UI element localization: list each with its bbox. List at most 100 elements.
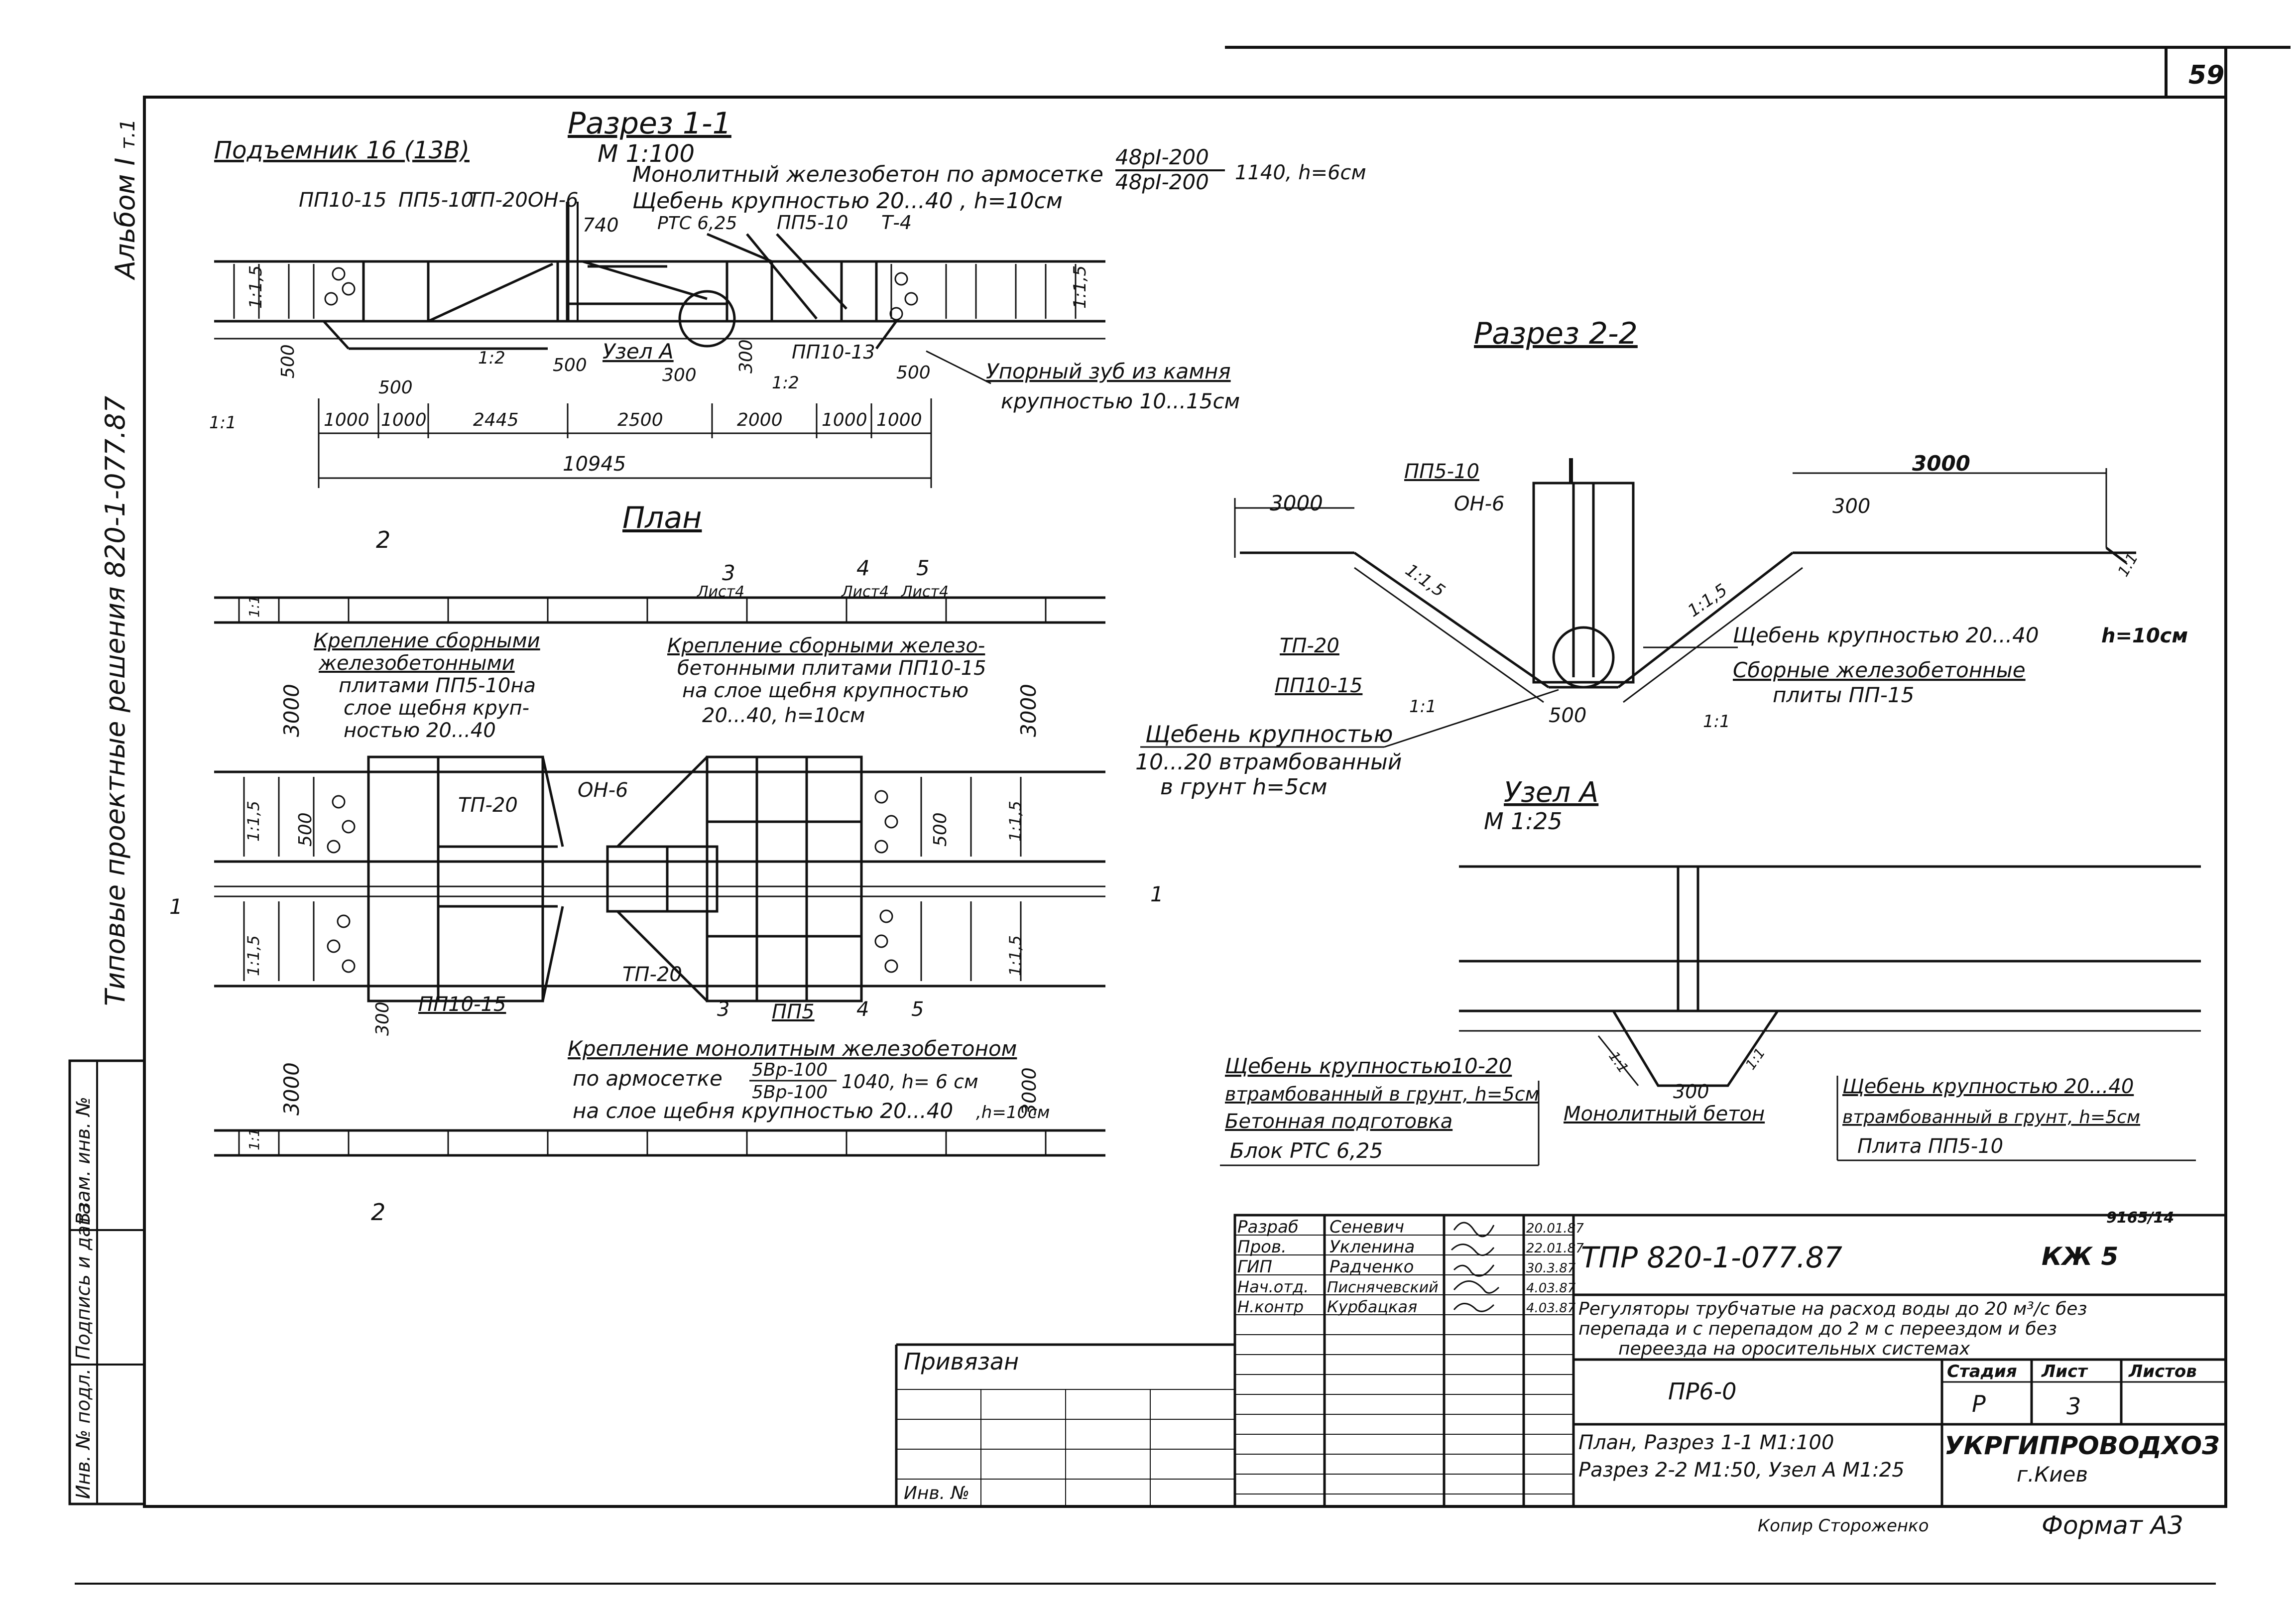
s22-gravel-left-3: в грунт h=5см [1160, 774, 1328, 800]
stop-tooth-2: крупностью 10...15см [1001, 389, 1240, 413]
role-developer: Разраб [1237, 1217, 1299, 1237]
chain-total: 10945 [563, 453, 626, 476]
plan-tp20-b: ТП-20 [622, 963, 682, 986]
plan-dim-3000-b: 3000 [1016, 684, 1041, 737]
concrete-note: Монолитный железобетон по армосетке [632, 162, 1103, 187]
dim-500-b: 500 [378, 377, 413, 398]
date-3: 30.3.87 [1526, 1261, 1576, 1276]
plan-monolith-3: на слое щебня крупностью 20...40 [573, 1099, 953, 1123]
dim-500-d: 500 [896, 363, 931, 383]
s22-pp5-10: ПП5-10 [1404, 460, 1479, 483]
name-2: Укленина [1329, 1237, 1415, 1257]
s22-slope-a: 1:1,5 [1402, 560, 1449, 602]
plan-note-mid-4: 20...40, h=10см [702, 704, 865, 727]
title-block-rows [896, 1235, 1573, 1506]
chain-1000-a: 1000 [324, 410, 369, 430]
s22-slope-e: 1:1 [2115, 550, 2142, 580]
plan-stones [327, 790, 898, 973]
drawing-name-1: План, Разрез 1-1 М1:100 [1578, 1431, 1834, 1454]
label-tp20: ТП-20 [468, 189, 528, 212]
side-labels: Альбом I т.1 Типовые проектные решения 8… [72, 119, 141, 1499]
node-a: Узел А М 1:25 1:1 1:1 300 Щебень крупнос… [1220, 776, 2201, 1166]
plan-note-left-3: плитами ПП5-10на [339, 674, 536, 697]
description-1: Регуляторы трубчатые на расход воды до 2… [1578, 1299, 2087, 1319]
lifter-label: Подъемник 16 (13В) [214, 136, 470, 164]
node-a-slope-b: 1:1 [1742, 1045, 1769, 1073]
plan-slope-b: 1:1,5 [244, 801, 263, 842]
s22-slope-b: 1:1,5 [1684, 580, 1731, 622]
label-pp5-10: ПП5-10 [398, 189, 474, 212]
s22-dim-3000-left: 3000 [1270, 491, 1323, 515]
slope-1-2-a: 1:2 [478, 348, 505, 368]
city: г.Киев [2017, 1462, 2088, 1487]
sheet-frame [68, 46, 2291, 1585]
section-1-1-scale: М 1:100 [598, 140, 695, 168]
slope-1-1-5-right: 1:1,5 [1070, 265, 1090, 309]
signatures [1450, 1222, 1500, 1312]
node-a-left-4: Блок РТС 6,25 [1230, 1138, 1383, 1163]
date-5: 4.03.87 [1526, 1301, 1576, 1316]
inv-label: Инв. № [904, 1483, 969, 1503]
plan-monolith-1: Крепление монолитным железобетоном [568, 1036, 1017, 1061]
node-a-mid: Монолитный бетон [1564, 1103, 1765, 1125]
stamp-inv: Инв. № подл. [72, 1369, 94, 1499]
slope-1-2-b: 1:2 [772, 373, 799, 393]
dim-chain [318, 398, 932, 488]
album-volume: т.1 [117, 119, 139, 149]
copied-by: Копир Стороженко [1758, 1516, 1929, 1536]
node-a-scale: М 1:25 [1484, 808, 1563, 835]
s22-pp10-15: ПП10-15 [1275, 674, 1362, 697]
plan-on6: ОН-6 [578, 779, 628, 802]
plan-dim-3000-d: 3000 [1018, 1067, 1040, 1116]
plan-mark-1-left: 1 [169, 894, 183, 919]
node-a-right-3: Плита ПП5-10 [1857, 1135, 2003, 1158]
name-5: Курбацкая [1327, 1297, 1417, 1316]
node-a-ref: Узел А [603, 339, 674, 364]
label-pp10-13: ПП10-13 [792, 341, 875, 363]
date-1: 20.01.87 [1526, 1221, 1584, 1236]
node-a-title: Узел А [1504, 776, 1598, 809]
description-2: перепада и с перепадом до 2 м с переездо… [1578, 1319, 2057, 1339]
label-pp5-10-b: ПП5-10 [777, 212, 848, 234]
drawing-name-2: Разрез 2-2 М1:50, Узел А М1:25 [1578, 1459, 1905, 1482]
s22-gravel-right-h: h=10см [2101, 624, 2188, 647]
stamp-replace: Взам. инв. № [72, 1097, 94, 1225]
dim-500-c: 500 [553, 355, 587, 375]
role-head: Нач.отд. [1237, 1277, 1309, 1296]
plan-dim-300: 300 [372, 1001, 393, 1036]
plan-slope-a: 1:1 [246, 595, 262, 618]
plan-pp5: ПП5 [772, 1000, 815, 1023]
plan-hatching [238, 598, 1047, 1155]
label-rts: РТС 6,25 [657, 213, 737, 234]
chain-2445: 2445 [473, 410, 519, 430]
name-1: Сеневич [1329, 1217, 1404, 1237]
format-label: Формат А3 [2042, 1511, 2183, 1540]
node-a-left-1: Щебень крупностью10-20 [1225, 1054, 1512, 1078]
plan-note-mid-3: на слое щебня крупностью [682, 679, 968, 702]
s22-dim-300: 300 [1832, 495, 1870, 518]
plan-mesh-bottom: 5Вр-100 [752, 1082, 828, 1103]
series-side-label: Типовые проектные решения 820-1-077.87 [100, 396, 131, 1006]
plan-dim-500-b: 500 [930, 812, 951, 847]
plan-slope-d: 1:1,5 [244, 935, 263, 976]
plan-tp20-a: ТП-20 [458, 794, 518, 817]
album-label: Альбом I [110, 158, 141, 280]
s22-gravel-right: Щебень крупностью 20...40 [1733, 623, 2039, 647]
plan-dim-500-a: 500 [295, 812, 316, 847]
plan-mark-1-right: 1 [1150, 882, 1164, 906]
s22-plates-right: Сборные железобетонные [1733, 658, 2026, 682]
description-3: переезда на оросительных системах [1618, 1339, 1970, 1359]
plan-mesh-top: 5Вр-100 [752, 1060, 828, 1080]
plan-mesh-tail: 1040, h= 6 см [842, 1071, 978, 1093]
role-checked: Пров. [1237, 1237, 1287, 1257]
sheet-value: 3 [2066, 1393, 2081, 1420]
date-4: 4.03.87 [1526, 1281, 1576, 1296]
plan-mark-4-top: 4 [856, 556, 870, 580]
plan-note-mid-2: бетонными плитами ПП10-15 [677, 657, 986, 680]
mesh-tail: 1140, h=6см [1235, 161, 1366, 184]
sheet-head: Лист [2041, 1362, 2088, 1381]
chain-1000-b: 1000 [381, 410, 427, 430]
plan-dim-3000-c: 3000 [279, 1062, 304, 1116]
dim-300-b: 300 [736, 339, 756, 374]
s22-on6: ОН-6 [1454, 493, 1504, 515]
